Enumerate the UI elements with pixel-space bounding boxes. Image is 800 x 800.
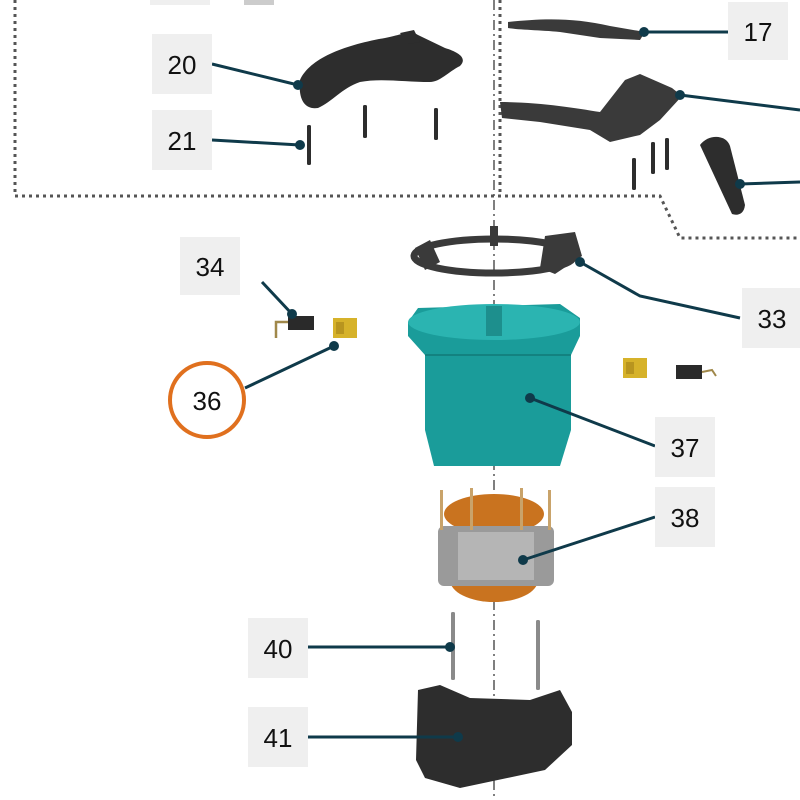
callout-40: 40: [248, 618, 308, 678]
bottom-cover-part-41: [416, 685, 572, 788]
long-screws-part-40: [451, 612, 540, 690]
callout-37: 37: [655, 417, 715, 477]
callout-21: 21: [152, 110, 212, 170]
base-plate: [500, 74, 682, 142]
partial-callout-box: [150, 0, 210, 5]
screws-part-21: [307, 105, 438, 165]
callout-33: 33: [742, 288, 800, 348]
leader-lines: [211, 27, 800, 742]
highlight-ring: [168, 361, 246, 439]
callout-label-41: 41: [264, 723, 293, 753]
screws-right: [632, 138, 669, 190]
callout-label-40: 40: [264, 634, 293, 664]
callout-label-17: 17: [744, 17, 773, 47]
brush-holder-part-36: [333, 318, 357, 338]
handle-part-20: [299, 32, 463, 109]
handle-tab: [400, 30, 420, 44]
callout-label-36: 36: [193, 386, 222, 416]
callout-38: 38: [655, 487, 715, 547]
callout-17: 17: [728, 2, 788, 60]
carbon-brush-right: [676, 365, 717, 379]
callout-label-21: 21: [168, 126, 197, 156]
switch-lever: [700, 136, 745, 215]
callout-label-20: 20: [168, 50, 197, 80]
brush-holder-right: [623, 358, 647, 378]
partial-part: [244, 0, 274, 5]
callout-20: 20: [152, 34, 212, 94]
callout-36: 36: [168, 361, 246, 439]
subassembly-border: [13, 0, 800, 240]
callout-34: 34: [180, 237, 240, 295]
brush-ring-part-33: [410, 226, 582, 277]
stator-part-38: [438, 488, 554, 602]
motor-housing-part-37: [408, 304, 580, 466]
callout-label-33: 33: [758, 304, 787, 334]
callout-label-34: 34: [196, 252, 225, 282]
callout-41: 41: [248, 707, 308, 767]
callout-label-38: 38: [671, 503, 700, 533]
carbon-brush-part-34: [274, 316, 314, 338]
clamp-part-17: [508, 19, 645, 40]
callout-label-37: 37: [671, 433, 700, 463]
